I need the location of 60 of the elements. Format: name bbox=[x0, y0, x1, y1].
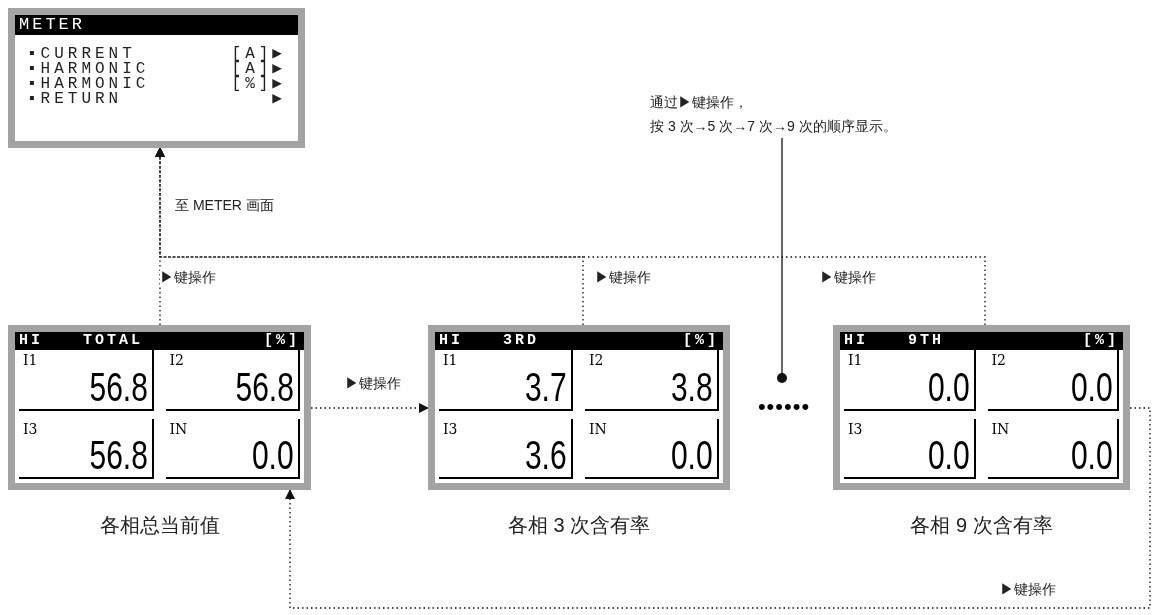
ellipsis-dots: •••••• bbox=[742, 394, 826, 420]
menu-unit: [A]▶ bbox=[231, 62, 286, 77]
phase-label: I1 bbox=[443, 351, 458, 370]
menu-unit: [A]▶ bbox=[231, 47, 286, 62]
reading-value: 0.0 bbox=[1071, 364, 1113, 409]
arrow bbox=[285, 407, 1151, 609]
reading-value: 56.8 bbox=[89, 433, 148, 477]
phase-label: I3 bbox=[23, 419, 38, 439]
phase-label: I1 bbox=[23, 351, 38, 370]
screen-title: METER bbox=[15, 15, 298, 35]
reading-value: 0.0 bbox=[671, 433, 713, 477]
edge-label: ▶键操作 bbox=[345, 374, 401, 392]
screen-mode: HI bbox=[439, 332, 463, 350]
edge-label: ▶键操作 bbox=[1000, 580, 1056, 598]
phase-label: I1 bbox=[848, 351, 863, 370]
menu-unit: ▶ bbox=[272, 92, 286, 107]
annotation-label: 至 METER 画面 bbox=[175, 196, 274, 214]
screen-mode: HI bbox=[844, 332, 868, 350]
reading-value: 0.0 bbox=[252, 433, 294, 477]
arrow bbox=[155, 147, 986, 326]
lcd-screen bbox=[428, 325, 730, 490]
screen-unit: [%] bbox=[1083, 332, 1119, 350]
reading-value: 56.8 bbox=[89, 364, 148, 409]
phase-label: IN bbox=[169, 419, 188, 439]
screen-unit: [%] bbox=[683, 332, 719, 350]
screen-title: TOTAL bbox=[83, 332, 144, 350]
phase-label: I3 bbox=[848, 419, 863, 439]
reading-value: 3.8 bbox=[671, 364, 713, 409]
screen-caption: 各相 3 次含有率 bbox=[506, 513, 652, 538]
menu-item: ▪RETURN bbox=[27, 92, 123, 107]
reading-value: 3.6 bbox=[525, 433, 567, 477]
reading-value: 0.0 bbox=[1071, 433, 1113, 477]
note-text: 通过▶键操作，按 3 次→5 次→7 次→9 次的顺序显示。 bbox=[650, 90, 970, 138]
phase-label: I2 bbox=[169, 351, 184, 370]
menu-unit: [%]▶ bbox=[231, 77, 286, 92]
phase-label: I2 bbox=[589, 351, 604, 370]
reading-value: 0.0 bbox=[927, 433, 970, 477]
leader-line bbox=[777, 137, 787, 383]
screen-mode: HI bbox=[19, 332, 43, 350]
screen-caption: 各相总当前值 bbox=[98, 513, 221, 538]
phase-label: I3 bbox=[443, 419, 458, 439]
lcd-screen bbox=[8, 325, 311, 490]
phase-label: I2 bbox=[991, 351, 1006, 370]
screen-unit: [%] bbox=[264, 332, 300, 350]
edge-label: ▶键操作 bbox=[160, 268, 216, 286]
menu-item: ▪CURRENT bbox=[27, 47, 136, 62]
menu-item: ▪HARMONIC bbox=[27, 77, 150, 92]
reading-value: 0.0 bbox=[927, 364, 970, 409]
menu-screen bbox=[8, 8, 305, 148]
screen-title: 9TH bbox=[908, 332, 945, 350]
edge-label: ▶键操作 bbox=[820, 268, 876, 286]
lcd-screen bbox=[833, 325, 1130, 490]
screen-caption: 各相 9 次含有率 bbox=[909, 513, 1054, 538]
phase-label: IN bbox=[991, 419, 1010, 439]
phase-label: IN bbox=[589, 419, 607, 439]
edge-label: ▶键操作 bbox=[595, 268, 651, 286]
menu-item: ▪HARMONIC bbox=[27, 62, 150, 77]
screen-title: 3RD bbox=[503, 332, 540, 350]
reading-value: 3.7 bbox=[525, 364, 567, 409]
reading-value: 56.8 bbox=[235, 364, 294, 409]
